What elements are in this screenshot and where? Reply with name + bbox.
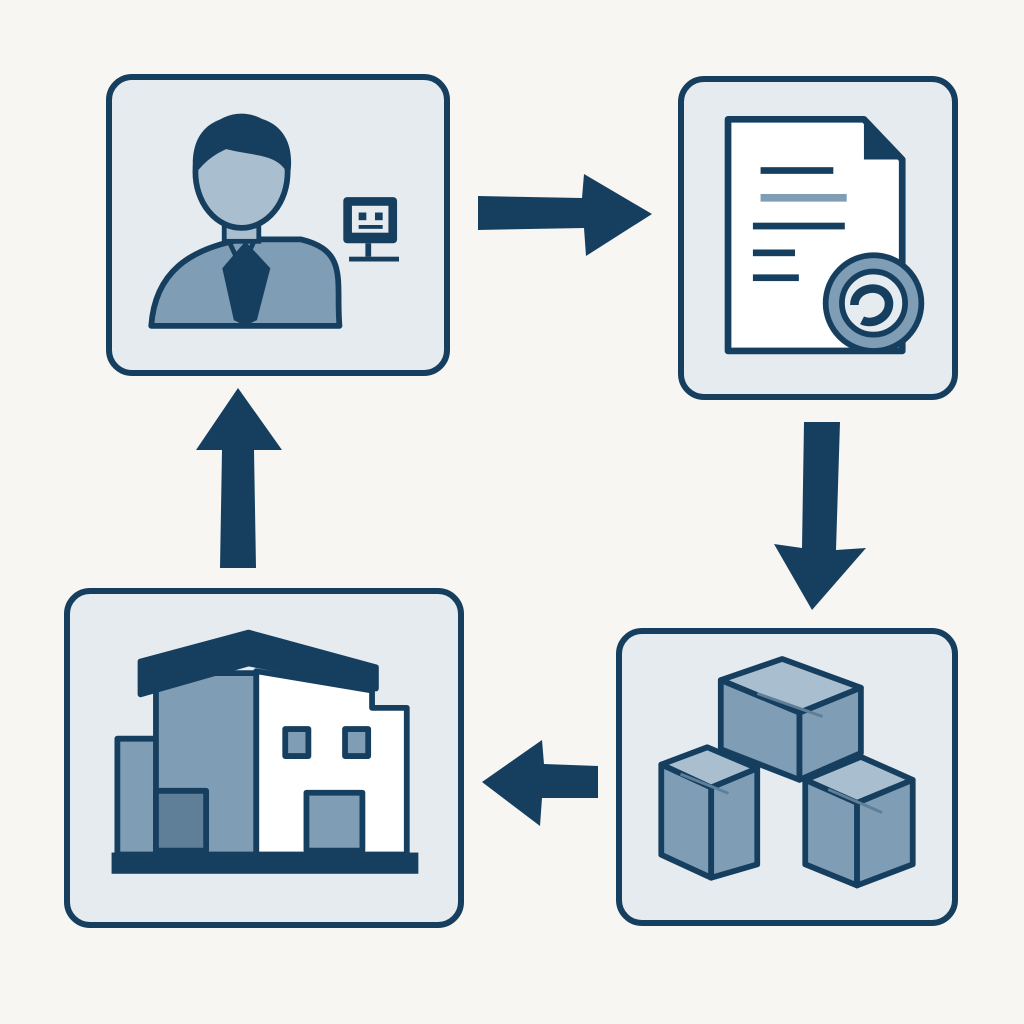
document-with-seal-icon — [724, 115, 925, 355]
warehouse-building-icon — [111, 629, 419, 874]
arrow-right-icon — [470, 168, 656, 258]
stacked-boxes-icon — [658, 656, 916, 889]
facility-building-panel — [64, 588, 464, 928]
order-document-panel — [678, 76, 958, 400]
customer-panel — [106, 74, 450, 376]
arrow-down-icon — [768, 418, 872, 614]
arrow-up-icon — [192, 386, 284, 570]
inventory-boxes-panel — [616, 628, 958, 926]
person-with-computer-icon — [148, 113, 399, 329]
arrow-left-icon — [480, 734, 602, 830]
